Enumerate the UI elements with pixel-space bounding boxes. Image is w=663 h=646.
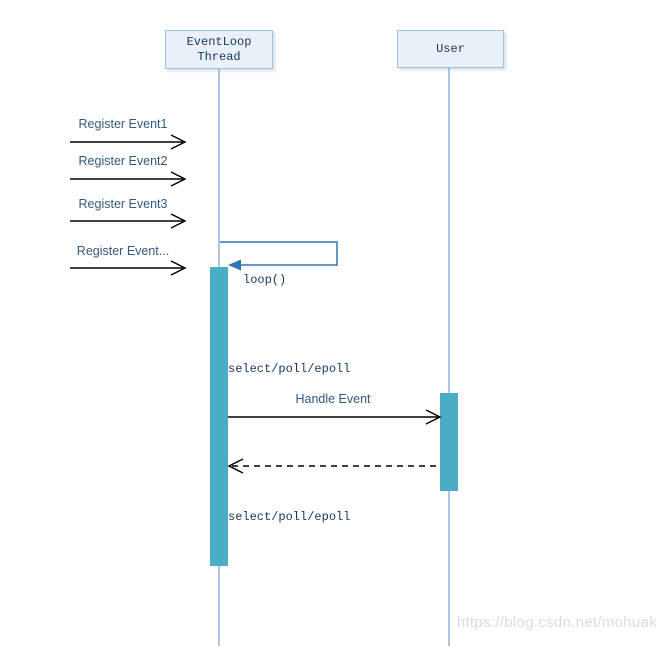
message-label-register-event3: Register Event3: [78, 197, 168, 211]
message-label-select-poll-epoll-2: select/poll/epoll: [228, 510, 351, 524]
loop-self-call-arrow: [220, 241, 338, 271]
activation-bar-user: [440, 393, 458, 491]
message-label-register-event1: Register Event1: [78, 117, 168, 131]
actor-label-line: User: [436, 41, 465, 56]
message-label-loop: loop(): [243, 273, 287, 287]
handle-event-arrow: [228, 409, 442, 425]
message-label-register-event2: Register Event2: [78, 154, 168, 168]
return-arrow: [227, 458, 440, 474]
message-label-select-poll-epoll-1: select/poll/epoll: [228, 362, 351, 376]
register-arrow-4: [70, 260, 187, 276]
message-label-handle-event: Handle Event: [295, 392, 371, 406]
watermark-url: https://blog.csdn.net/mohuak: [456, 614, 657, 631]
activation-bar-eventloop: [210, 267, 228, 566]
register-arrow-3: [70, 213, 187, 229]
lifeline-user: [448, 66, 450, 646]
message-label-register-event-more: Register Event...: [76, 244, 170, 258]
actor-label-line: EventLoop: [186, 34, 252, 49]
register-arrow-1: [70, 134, 187, 150]
register-arrow-2: [70, 171, 187, 187]
actor-label-line: Thread: [197, 49, 241, 64]
actor-box-eventloop-thread: EventLoop Thread: [165, 30, 273, 69]
actor-box-user: User: [397, 30, 504, 68]
